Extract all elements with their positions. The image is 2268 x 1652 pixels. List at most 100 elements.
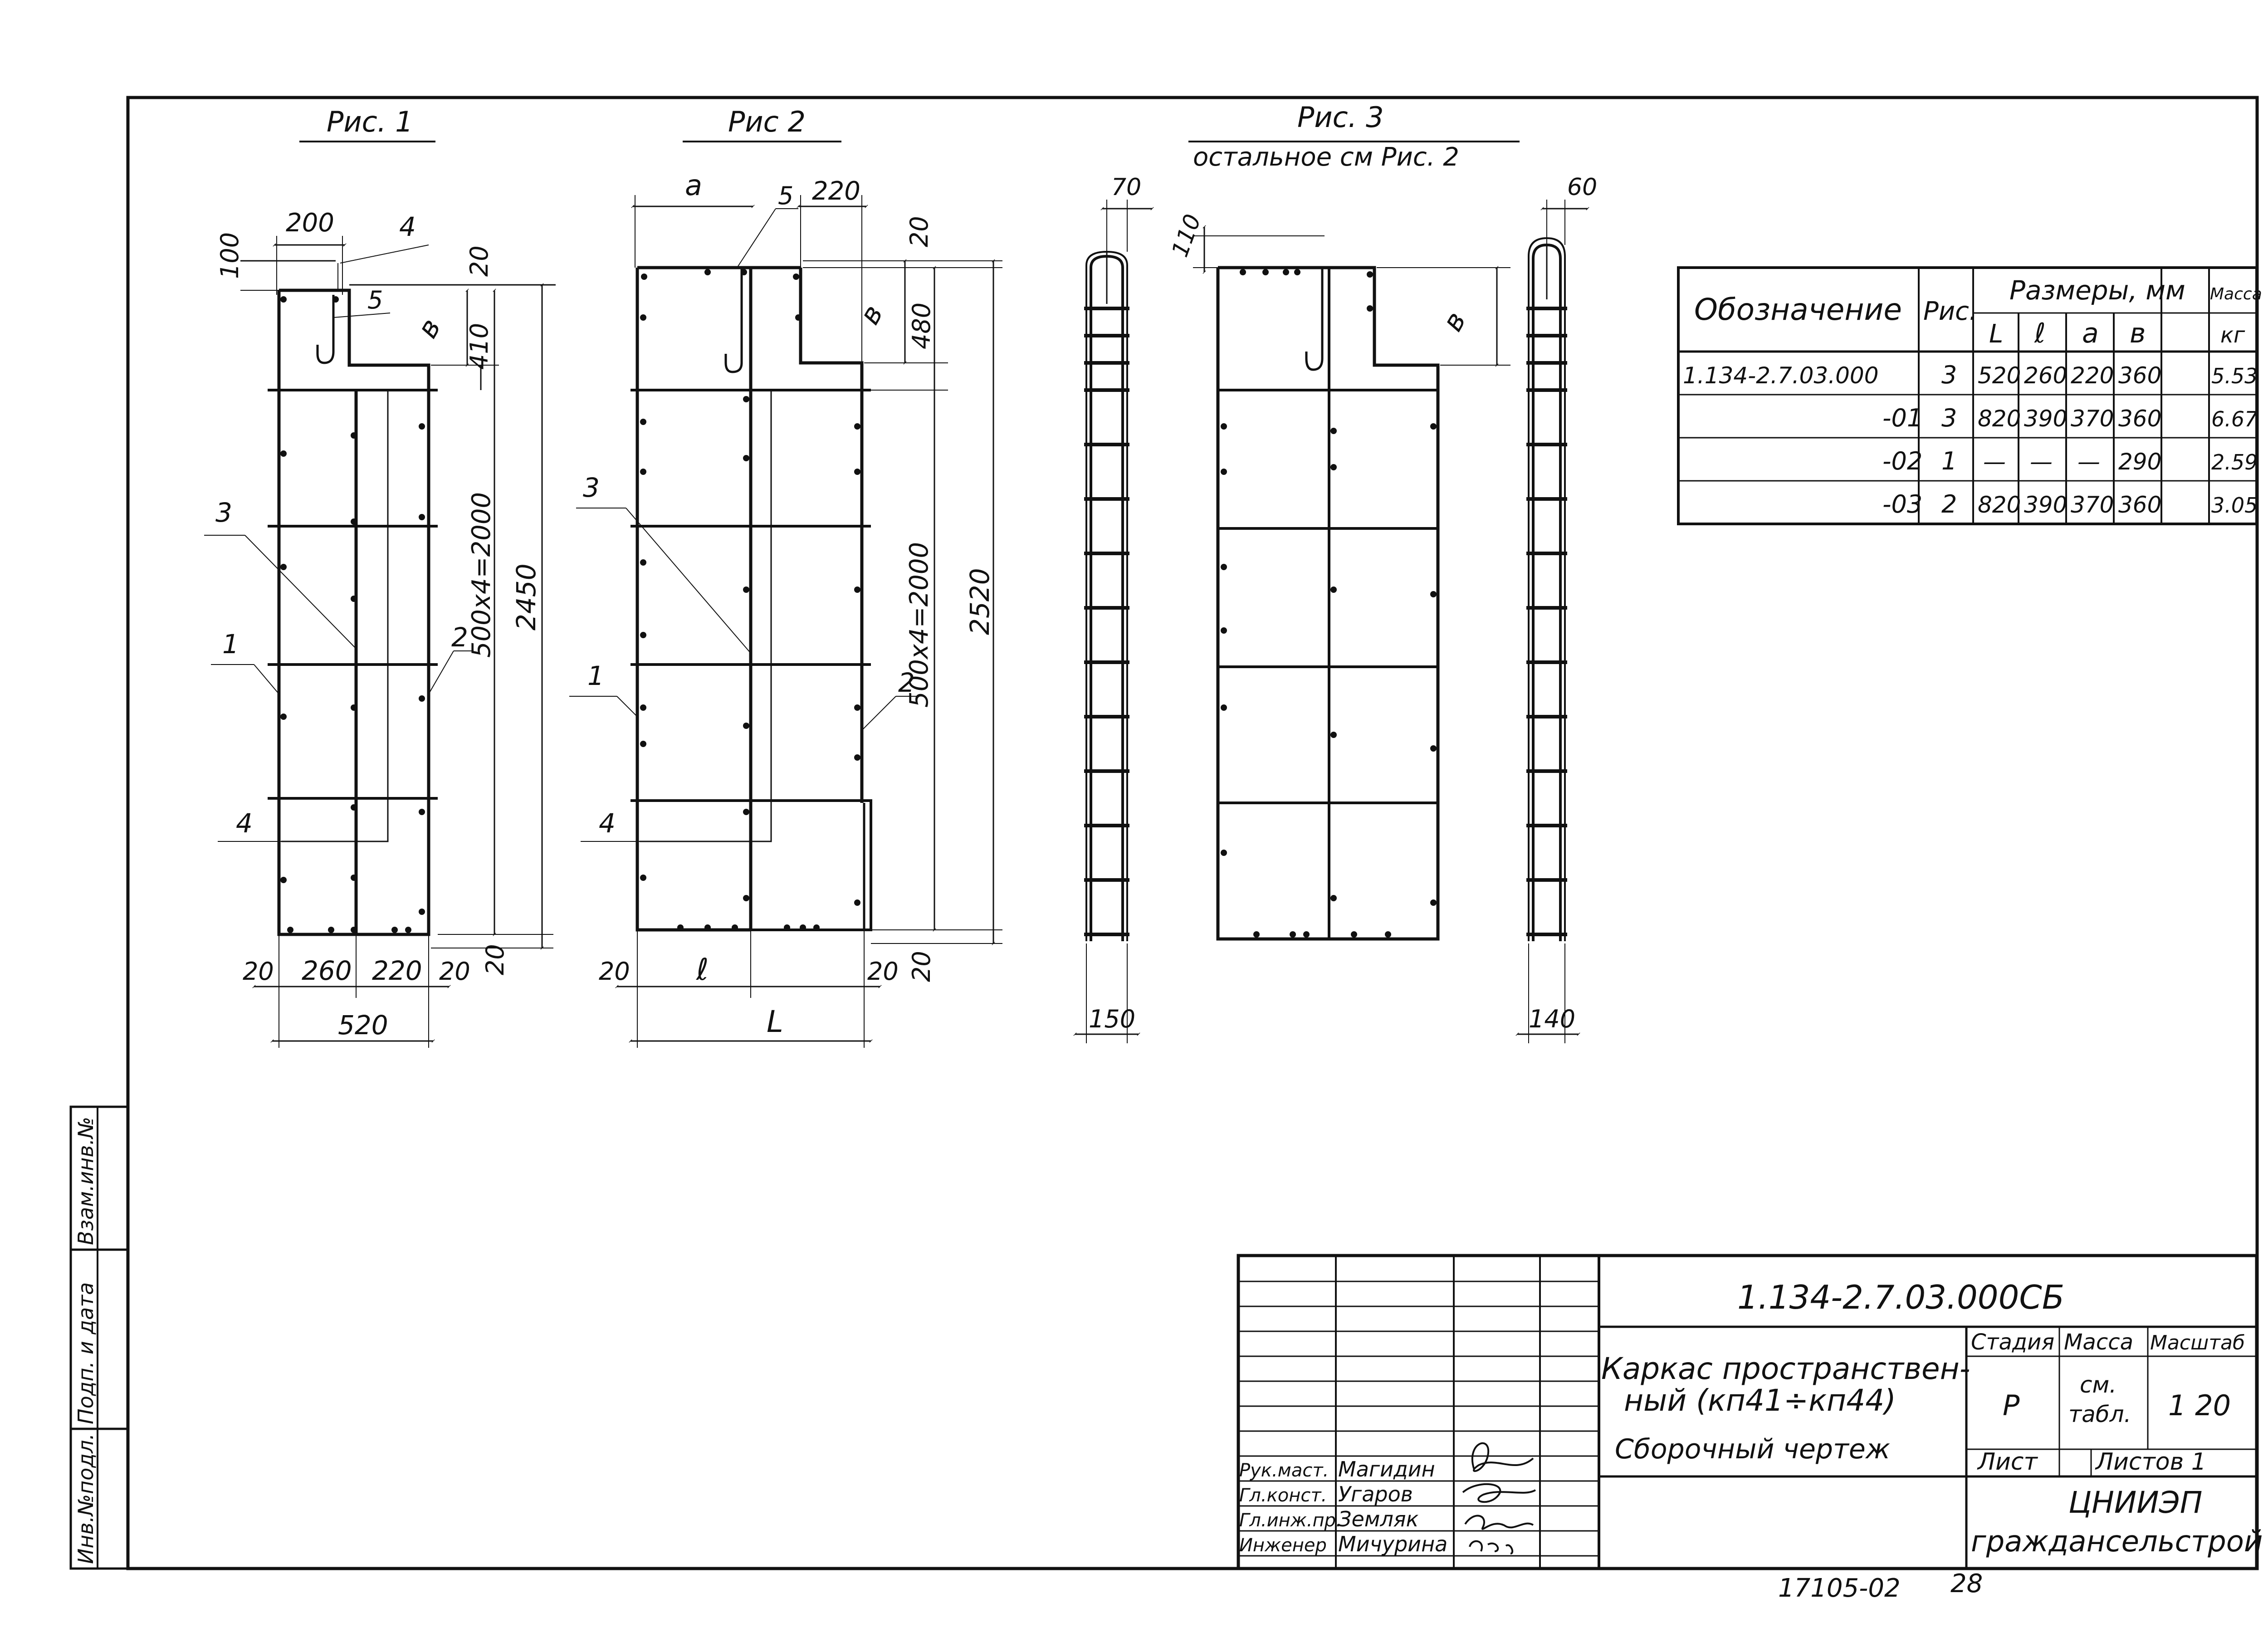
fig2-dim-20-top: 20 [905, 216, 934, 247]
fig2-dim-b: в [853, 299, 890, 330]
mass-value-2: табл. [2068, 1401, 2131, 1427]
spec-row-1-b: 360 [2118, 362, 2161, 389]
spec-row-2-des: -01 [1882, 404, 1922, 432]
footer-code: 17105-02 [1778, 1574, 1901, 1603]
spec-row-1-L: 520 [1978, 362, 2021, 389]
fig2-callout-5: 5 [778, 181, 793, 210]
fig2-dim-l: ℓ [696, 952, 709, 987]
fig2-callout-2: 2 [898, 667, 915, 698]
fig1-dim-20-b: 20 [439, 957, 470, 986]
role-4: Инженер [1239, 1535, 1327, 1556]
spec-row-2-l: 390 [2024, 406, 2067, 432]
role-2: Гл.конст. [1239, 1485, 1327, 1506]
fig2-dim-480: 480 [907, 303, 936, 349]
spec-row-3-a: — [2077, 449, 2100, 475]
fig1-dim-2450: 2450 [511, 563, 542, 630]
stage-value: Р [2003, 1389, 2020, 1422]
fig1-callout-3: 3 [215, 497, 232, 528]
spec-header-mass: Масса [2210, 285, 2262, 303]
fig1-dim-pitch: 500х4=2000 [467, 492, 496, 658]
figure-1: Рис. 1 200 100 2 [204, 105, 556, 1048]
spec-row-3-des: -02 [1882, 447, 1922, 475]
spec-row-4-des: -03 [1882, 490, 1922, 518]
fig2-dim-20-a: 20 [599, 957, 630, 986]
fig3-subtitle: остальное см Рис. 2 [1193, 142, 1459, 172]
scale-value: 1 20 [2168, 1389, 2231, 1422]
fig1-callout-4-top: 4 [399, 211, 416, 242]
fig3-dim-150: 150 [1089, 1005, 1135, 1033]
fig3-dim-b: в [1436, 306, 1472, 337]
spec-row-3-fig: 1 [1941, 447, 1957, 475]
fig3-dim-70: 70 [1111, 174, 1141, 201]
spec-row-2-L: 820 [1978, 406, 2021, 432]
fig2-title: Рис 2 [728, 105, 806, 138]
spec-row-1-des: 1.134-2.7.03.000 [1683, 362, 1879, 389]
side-stamp-replace-inv: Взам.инв.№ [73, 1117, 98, 1245]
spec-row-3-L: — [1983, 449, 2006, 475]
spec-row-3-m: 2.59 [2211, 450, 2258, 474]
person-4: Мичурина [1338, 1532, 1447, 1556]
sheets-header: Листов 1 [2095, 1448, 2206, 1476]
side-stamp-sign-date: Подп. и дата [73, 1282, 98, 1424]
spec-row-3-b: 290 [2118, 449, 2161, 475]
fig1-dim-410: 410 [465, 323, 494, 370]
fig3-dim-110: 110 [1167, 211, 1206, 261]
fig1-callout-5: 5 [367, 286, 383, 314]
drawing-name-line1: Каркас пространствен- [1601, 1351, 1970, 1386]
title-block: 1.134-2.7.03.000СБ Каркас пространствен-… [1237, 1254, 2263, 1570]
spec-header-l: ℓ [2034, 318, 2046, 349]
fig1-dim-520: 520 [338, 1010, 388, 1041]
fig2-dim-pitch: 500х4=2000 [904, 542, 934, 708]
spec-row-1-m: 5.53 [2211, 364, 2258, 388]
organization-line2: граждансельстрой [1971, 1525, 2263, 1559]
signature-2 [1462, 1483, 1536, 1503]
fig2-dim-L: L [767, 1004, 783, 1039]
mass-value-1: см. [2080, 1372, 2116, 1398]
spec-row-4-L: 820 [1978, 492, 2021, 518]
spec-row-2-fig: 3 [1941, 404, 1957, 432]
spec-row-2-b: 360 [2118, 406, 2161, 432]
role-3: Гл.инж.пр. [1239, 1510, 1342, 1531]
fig2-callout-1: 1 [587, 660, 604, 691]
person-1: Магидин [1338, 1457, 1435, 1481]
signature-3 [1464, 1515, 1534, 1530]
table-row: -01 3 820 390 370 360 6.67 [1882, 404, 2258, 432]
side-stamp: Взам.инв.№ Подп. и дата Инв.№подл. [69, 1105, 129, 1570]
sheet-header: Лист [1977, 1448, 2038, 1476]
spec-header-kg: кг [2220, 323, 2245, 348]
fig1-dim-260: 260 [302, 955, 352, 986]
spec-header-sizes: Размеры, мм [2009, 275, 2185, 306]
fig1-dim-100: 100 [215, 232, 244, 279]
fig1-callout-2: 2 [451, 622, 468, 653]
figure-3: Рис. 3 остальное см Рис. 2 70 150 [1073, 101, 1597, 1043]
sheet-frame [126, 96, 2259, 1570]
fig1-dim-20-top: 20 [465, 245, 494, 277]
table-row: 1.134-2.7.03.000 3 520 260 220 360 5.53 [1683, 361, 2258, 389]
drawing-code: 1.134-2.7.03.000СБ [1737, 1278, 2064, 1316]
footer-page: 28 [1950, 1569, 1983, 1598]
fig3-dim-140: 140 [1529, 1005, 1575, 1033]
drawing-name-line2: ный (кп41÷кп44) [1624, 1383, 1896, 1418]
fig1-dim-20-c: 20 [481, 944, 509, 975]
spec-header-L: L [1989, 319, 2003, 349]
drawing-type: Сборочный чертеж [1615, 1433, 1890, 1465]
fig3-dim-60: 60 [1567, 174, 1597, 201]
spec-header-b: в [2130, 318, 2146, 349]
fig2-dim-20-b: 20 [867, 957, 899, 986]
spec-row-1-a: 220 [2071, 362, 2114, 389]
fig3-title: Рис. 3 [1297, 101, 1384, 134]
fig2-dim-a: a [685, 169, 702, 202]
person-3: Земляк [1338, 1507, 1419, 1531]
spec-row-2-a: 370 [2071, 406, 2114, 432]
scale-header: Масштаб [2150, 1331, 2245, 1354]
fig1-dim-200: 200 [286, 208, 334, 238]
fig1-dim-20-a: 20 [243, 957, 274, 986]
person-2: Угаров [1338, 1482, 1413, 1506]
signature-1 [1471, 1442, 1534, 1472]
spec-row-4-b: 360 [2118, 492, 2161, 518]
spec-header-fig: Рис. [1923, 297, 1977, 326]
side-stamp-orig-inv: Инв.№подл. [73, 1433, 98, 1564]
fig2-callout-4: 4 [599, 808, 616, 839]
fig2-callout-3: 3 [583, 472, 600, 503]
